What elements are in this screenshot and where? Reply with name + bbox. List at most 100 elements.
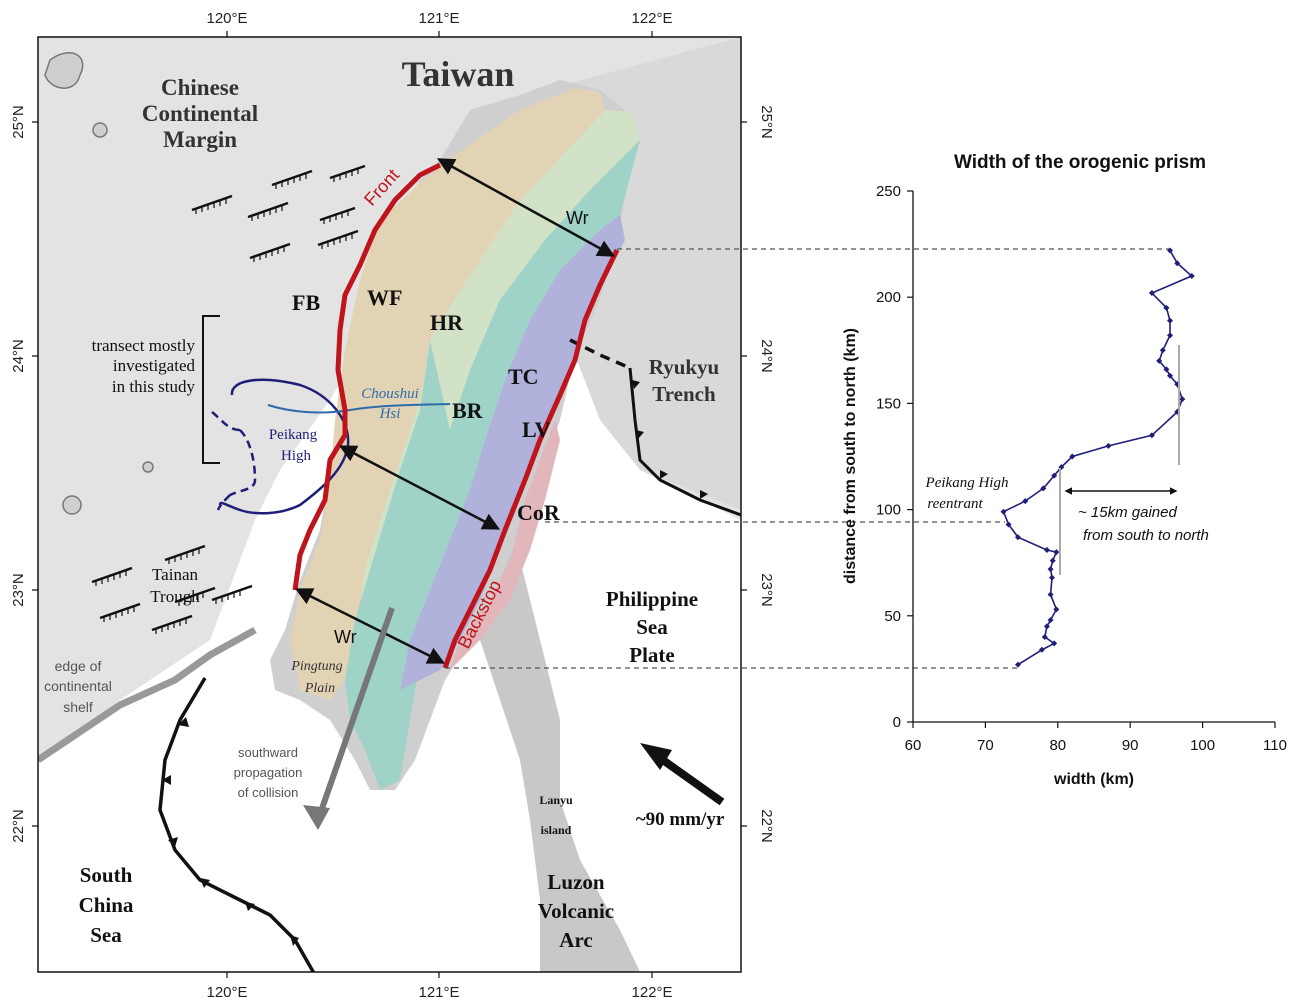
ryukyu-trench [628,367,741,517]
svg-text:continental: continental [44,678,112,694]
svg-text:reentrant: reentrant [927,496,983,512]
svg-text:Sea: Sea [90,923,122,947]
svg-text:from south to north: from south to north [1083,527,1209,544]
width-point [1043,546,1050,553]
manila-trench-teeth [162,717,299,946]
wf-label: WF [367,285,402,310]
width-point [1049,574,1056,581]
width-point [1022,498,1029,505]
svg-text:22°N: 22°N [10,809,27,843]
svg-text:Trench: Trench [652,382,716,406]
width-point [1053,606,1060,613]
normal-faults [91,164,366,632]
width-point [1047,566,1054,573]
y-tick-label: 150 [876,395,901,412]
svg-text:24°N: 24°N [758,339,775,373]
width-point [1047,591,1054,598]
chart-title: Width of the orogenic prism [954,152,1206,173]
svg-text:120°E: 120°E [206,10,247,27]
southward-arrow-head [303,805,330,830]
penghu-islands [44,52,84,89]
latitude-left: 25°N 24°N 23°N 22°N [10,105,27,843]
svg-text:Chinese: Chinese [161,75,239,100]
wr-south-arrow [294,588,446,664]
peikang-high-dashed [211,411,257,511]
plate-motion-arrow-head [640,743,672,770]
width-point [1163,366,1170,373]
transect-bracket [202,315,220,464]
svg-text:22°N: 22°N [758,809,775,843]
y-tick-label: 100 [876,502,901,519]
svg-text:25°N: 25°N [10,105,27,139]
svg-text:investigated: investigated [113,356,196,375]
width-point [1167,247,1174,254]
svg-text:in this study: in this study [112,377,196,396]
fb-label: FB [292,290,320,315]
width-point [1041,634,1048,641]
width-point [1105,442,1112,449]
x-tick-label: 70 [977,737,994,754]
width-point [1167,317,1174,324]
width-point [1005,521,1012,528]
velocity-label: ~90 mm/yr [636,809,725,830]
front-line [292,162,442,591]
y-tick-label: 50 [884,608,901,625]
backstop-line [442,248,620,669]
width-point [1051,640,1058,647]
width-point [1040,485,1047,492]
width-point [1014,534,1021,541]
southward-propagation-arrow [315,607,395,821]
br-label: BR [452,398,484,423]
svg-text:Pingtung: Pingtung [290,659,342,674]
svg-text:island: island [541,823,572,837]
luzon-arc [470,470,640,972]
svg-text:Peikang High: Peikang High [925,475,1009,491]
width-point [1163,304,1170,311]
x-axis-label: width (km) [1053,771,1134,788]
luzon-label: Luzon Volcanic Arc [538,870,614,952]
svg-text:Arc: Arc [559,928,592,952]
svg-text:~ 15km gained: ~ 15km gained [1078,504,1177,521]
taiwan-label: Taiwan [402,54,515,94]
transect-label: transect mostly investigated in this stu… [92,336,196,396]
svg-text:Lanyu: Lanyu [539,793,573,807]
svg-text:Ryukyu: Ryukyu [649,355,720,379]
svg-text:southward: southward [238,745,298,760]
ryukyu-trench-teeth [632,380,708,499]
shelf-edge-line [38,626,257,763]
gain-annotation: ~ 15km gained from south to north [1078,504,1209,544]
svg-text:Volcanic: Volcanic [538,899,614,923]
guide-lines [445,248,1170,669]
svg-text:propagation: propagation [234,765,303,780]
shelf-label: edge of continental shelf [44,658,112,715]
svg-text:South: South [80,863,133,887]
normal-fault-hatch [95,169,359,634]
width-point [1188,272,1195,279]
svg-text:122°E: 122°E [631,984,672,1001]
reentrant-annotation: Peikang High reentrant [925,475,1009,512]
map-frame [37,36,742,973]
tainan-label: Tainan Trough [150,565,200,606]
y-tick-label: 250 [876,183,901,200]
width-point [1148,432,1155,439]
width-point [1043,623,1050,630]
svg-text:Continental: Continental [142,101,258,126]
width-point [1038,646,1045,653]
tc-label: TC [508,364,539,389]
svg-text:edge of: edge of [55,658,102,674]
wr-north-label: Wr [566,208,589,228]
islet [62,495,82,515]
width-point [1159,347,1166,354]
width-point [1000,508,1007,515]
width-point [1049,557,1056,564]
south-china-sea-label: South China Sea [79,863,134,947]
southward-label: southward propagation of collision [234,745,303,800]
x-tick-label: 90 [1122,737,1139,754]
svg-text:23°N: 23°N [758,573,775,607]
width-point [1156,357,1163,364]
y-axis-label: distance from south to north (km) [842,328,859,584]
choushui-river [267,403,451,414]
svg-text:transect mostly: transect mostly [92,336,196,355]
map-panel: Taiwan Chinese Continental Margin Front … [10,10,775,1001]
